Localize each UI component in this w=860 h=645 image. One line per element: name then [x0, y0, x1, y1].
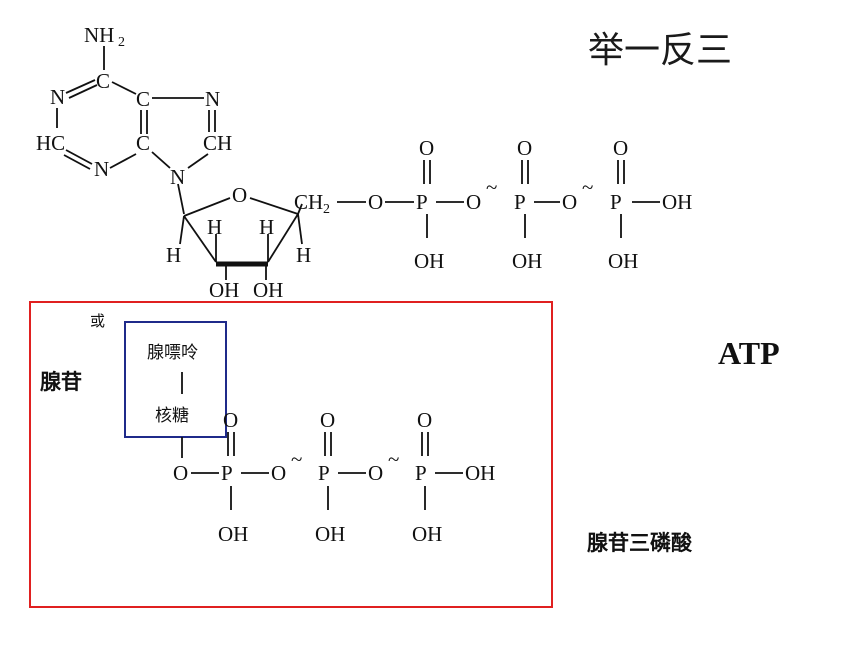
atom-p3-oh-bottom: OH — [608, 249, 638, 273]
atom-p1-oh: OH — [414, 249, 444, 273]
atom-b-p3-o-top: O — [417, 408, 432, 432]
atom-b-p3: P — [415, 461, 427, 485]
atom-c8: CH — [203, 131, 232, 155]
atom-n1: N — [50, 85, 65, 109]
bond-c1-h — [179, 215, 185, 245]
adenosine-label: 腺苷 — [40, 370, 82, 394]
adenosine-box — [124, 321, 227, 438]
atom-p3: P — [610, 190, 622, 214]
atom-c6: C — [96, 69, 110, 93]
high-energy-bond-b1: ~ — [291, 447, 302, 471]
bond-c1-o — [183, 197, 231, 217]
atom-n9: N — [170, 165, 185, 189]
atom-p2: P — [514, 190, 526, 214]
bond-n1-c6-b — [68, 84, 98, 99]
atom-n3: N — [94, 157, 109, 181]
atom-nh: NH — [84, 23, 114, 47]
atom-ch2-sub: 2 — [323, 202, 330, 217]
atom-oh-c2: OH — [209, 278, 239, 302]
atom-ring-o: O — [232, 183, 247, 207]
bond-c4-c5 — [297, 203, 303, 215]
atom-b-p1-oh: OH — [218, 522, 248, 546]
bond-c2-n3-a — [65, 149, 93, 165]
bond-c6-c5 — [111, 81, 137, 95]
slide-title: 举一反三 — [588, 30, 732, 71]
high-energy-bond-b2: ~ — [388, 447, 399, 471]
simplified-atp-box — [29, 301, 553, 608]
atom-o-link2: O — [466, 190, 481, 214]
atom-h1: H — [166, 243, 181, 267]
atom-b-p3-oh-bottom: OH — [412, 522, 442, 546]
high-energy-bond-1: ~ — [486, 175, 497, 199]
bond-c4-n9 — [151, 151, 171, 169]
atom-p2-oh: OH — [512, 249, 542, 273]
adenine-structure: NH 2 C N C N HC C CH N N — [36, 23, 232, 189]
atom-b-o-link3: O — [368, 461, 383, 485]
atom-p3-oh-right: OH — [662, 190, 692, 214]
atom-nh-sub: 2 — [118, 35, 125, 50]
bottom-phosphate-chain: O P O OH O ~ P O OH O ~ P O OH OH — [173, 408, 495, 546]
or-label: 或 — [90, 312, 105, 330]
atom-o-link3: O — [562, 190, 577, 214]
full-name-label: 腺苷三磷酸 — [587, 531, 693, 555]
atom-p3-o-top: O — [613, 136, 628, 160]
bond-c2-n3-b — [63, 154, 91, 170]
atom-p2-o-top: O — [517, 136, 532, 160]
atom-c2: HC — [36, 131, 65, 155]
adenine-label: 腺嘌呤 — [147, 343, 198, 363]
atom-b-p1-o-top: O — [223, 408, 238, 432]
atom-ch2: CH — [294, 190, 323, 214]
atom-h4: H — [296, 243, 311, 267]
ribose-structure: O H H H H OH OH CH 2 — [166, 183, 330, 302]
bond-n3-c4 — [109, 153, 137, 169]
bond-n1-c6-a — [65, 79, 96, 94]
bond-c4-h — [297, 213, 303, 245]
atom-b-p2-o-top: O — [320, 408, 335, 432]
atom-b-p3-oh-right: OH — [465, 461, 495, 485]
atom-b-p2: P — [318, 461, 330, 485]
atom-o-link1: O — [368, 190, 383, 214]
atom-n7: N — [205, 87, 220, 111]
bond-n9-c8 — [187, 153, 209, 169]
bond-o-c4 — [249, 197, 299, 215]
high-energy-bond-2: ~ — [582, 175, 593, 199]
atom-h3: H — [259, 215, 274, 239]
atom-oh-c3: OH — [253, 278, 283, 302]
atom-c4: C — [136, 131, 150, 155]
bond-n9-c1 — [177, 183, 185, 215]
atom-p1: P — [416, 190, 428, 214]
atom-h2: H — [207, 215, 222, 239]
atom-b-p1: P — [221, 461, 233, 485]
bond-c1-c2 — [183, 215, 217, 263]
atom-b-o-link1: O — [173, 461, 188, 485]
ribose-label: 核糖 — [155, 406, 189, 426]
bond-c4-c3 — [267, 213, 299, 263]
atom-c5: C — [136, 87, 150, 111]
atom-b-o-link2: O — [271, 461, 286, 485]
atom-p1-o-top: O — [419, 136, 434, 160]
atp-label: ATP — [718, 335, 780, 371]
top-phosphate-chain: O P O OH O ~ P O OH O ~ P O OH OH — [337, 136, 692, 273]
atom-b-p2-oh: OH — [315, 522, 345, 546]
